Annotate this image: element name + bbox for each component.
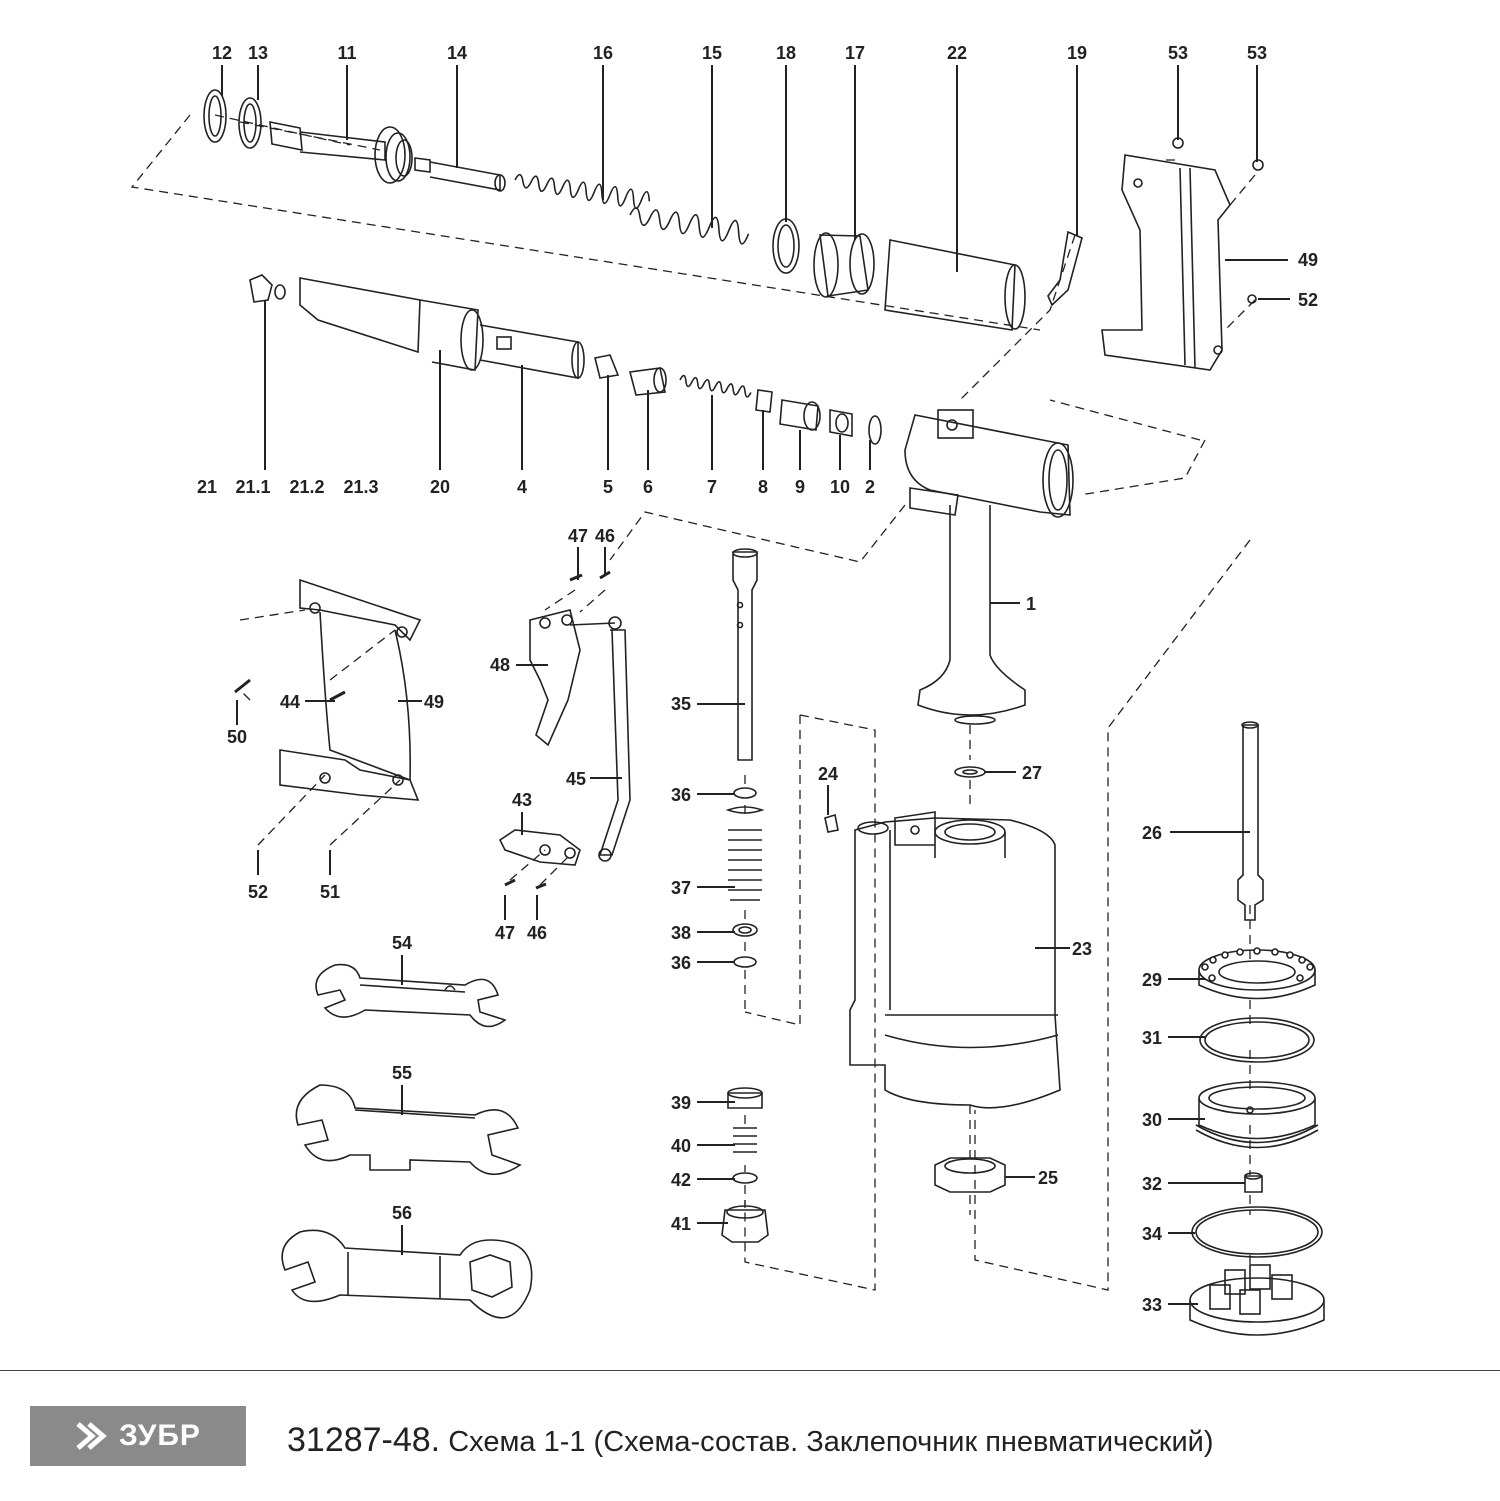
callout-36-top: 36 [671,785,691,805]
callout-29: 29 [1142,970,1162,990]
callout-49-left: 49 [424,692,444,712]
callout-47-top: 47 [568,526,588,546]
callout-13: 13 [248,43,268,63]
callout-5: 5 [603,477,613,497]
callout-21: 21 [197,477,217,497]
callout-23: 23 [1072,939,1092,959]
callout-54: 54 [392,933,412,953]
callout-40: 40 [671,1136,691,1156]
exploded-parts-diagram: 12 13 11 14 16 15 18 17 22 19 53 53 49 5… [130,43,1325,1336]
callout-31: 31 [1142,1028,1162,1048]
callout-21-1: 21.1 [235,477,270,497]
callout-11: 11 [337,43,356,63]
callout-21-2: 21.2 [289,477,324,497]
callout-7: 7 [707,477,717,497]
callout-24: 24 [818,764,838,784]
callout-17: 17 [845,43,865,63]
callout-19: 19 [1067,43,1087,63]
callout-36-bottom: 36 [671,953,691,973]
callout-37: 37 [671,878,691,898]
callout-33: 33 [1142,1295,1162,1315]
callout-56: 56 [392,1203,412,1223]
footer: ЗУБР 31287-48. Схема 1-1 (Схема-состав. … [0,1370,1500,1501]
callout-38: 38 [671,923,691,943]
callout-52-top: 52 [1298,290,1318,310]
callout-26: 26 [1142,823,1162,843]
callout-55: 55 [392,1063,412,1083]
brand-logo-text: ЗУБР [119,1419,201,1452]
callout-35: 35 [671,694,691,714]
callout-16: 16 [593,43,613,63]
product-code: 31287-48. [287,1421,441,1459]
callout-8: 8 [758,477,768,497]
callout-46-top: 46 [595,526,615,546]
callout-52-left: 52 [248,882,268,902]
callout-25: 25 [1038,1168,1058,1188]
callout-42: 42 [671,1170,691,1190]
page-title: 31287-48. Схема 1-1 (Схема-состав. Закле… [287,1421,1214,1460]
callout-49-top: 49 [1298,250,1318,270]
callout-15: 15 [702,43,722,63]
callout-41: 41 [671,1214,691,1234]
brand-logo: ЗУБР [30,1406,246,1466]
callout-2: 2 [865,477,875,497]
callout-18: 18 [776,43,796,63]
callout-20: 20 [430,477,450,497]
callout-1: 1 [1026,594,1036,614]
callout-53-right: 53 [1247,43,1267,63]
callout-32: 32 [1142,1174,1162,1194]
diagram-title: Схема 1-1 (Схема-состав. Заклепочник пне… [448,1426,1214,1458]
callout-50: 50 [227,727,247,747]
callout-21-3: 21.3 [343,477,378,497]
callout-39: 39 [671,1093,691,1113]
callout-30: 30 [1142,1110,1162,1130]
callout-12: 12 [212,43,232,63]
callout-45: 45 [566,769,586,789]
callout-14: 14 [447,43,467,63]
callout-48: 48 [490,655,510,675]
callout-34: 34 [1142,1224,1162,1244]
callout-53-left: 53 [1168,43,1188,63]
callout-47-bottom: 47 [495,923,515,943]
callout-46-bottom: 46 [527,923,547,943]
arrow-logo-icon [76,1422,107,1450]
callout-10: 10 [830,477,850,497]
callout-9: 9 [795,477,805,497]
callout-44: 44 [280,692,300,712]
callout-51: 51 [320,882,340,902]
callout-43: 43 [512,790,532,810]
callout-6: 6 [643,477,653,497]
callout-4: 4 [517,477,527,497]
callout-22: 22 [947,43,967,63]
callout-27: 27 [1022,763,1042,783]
